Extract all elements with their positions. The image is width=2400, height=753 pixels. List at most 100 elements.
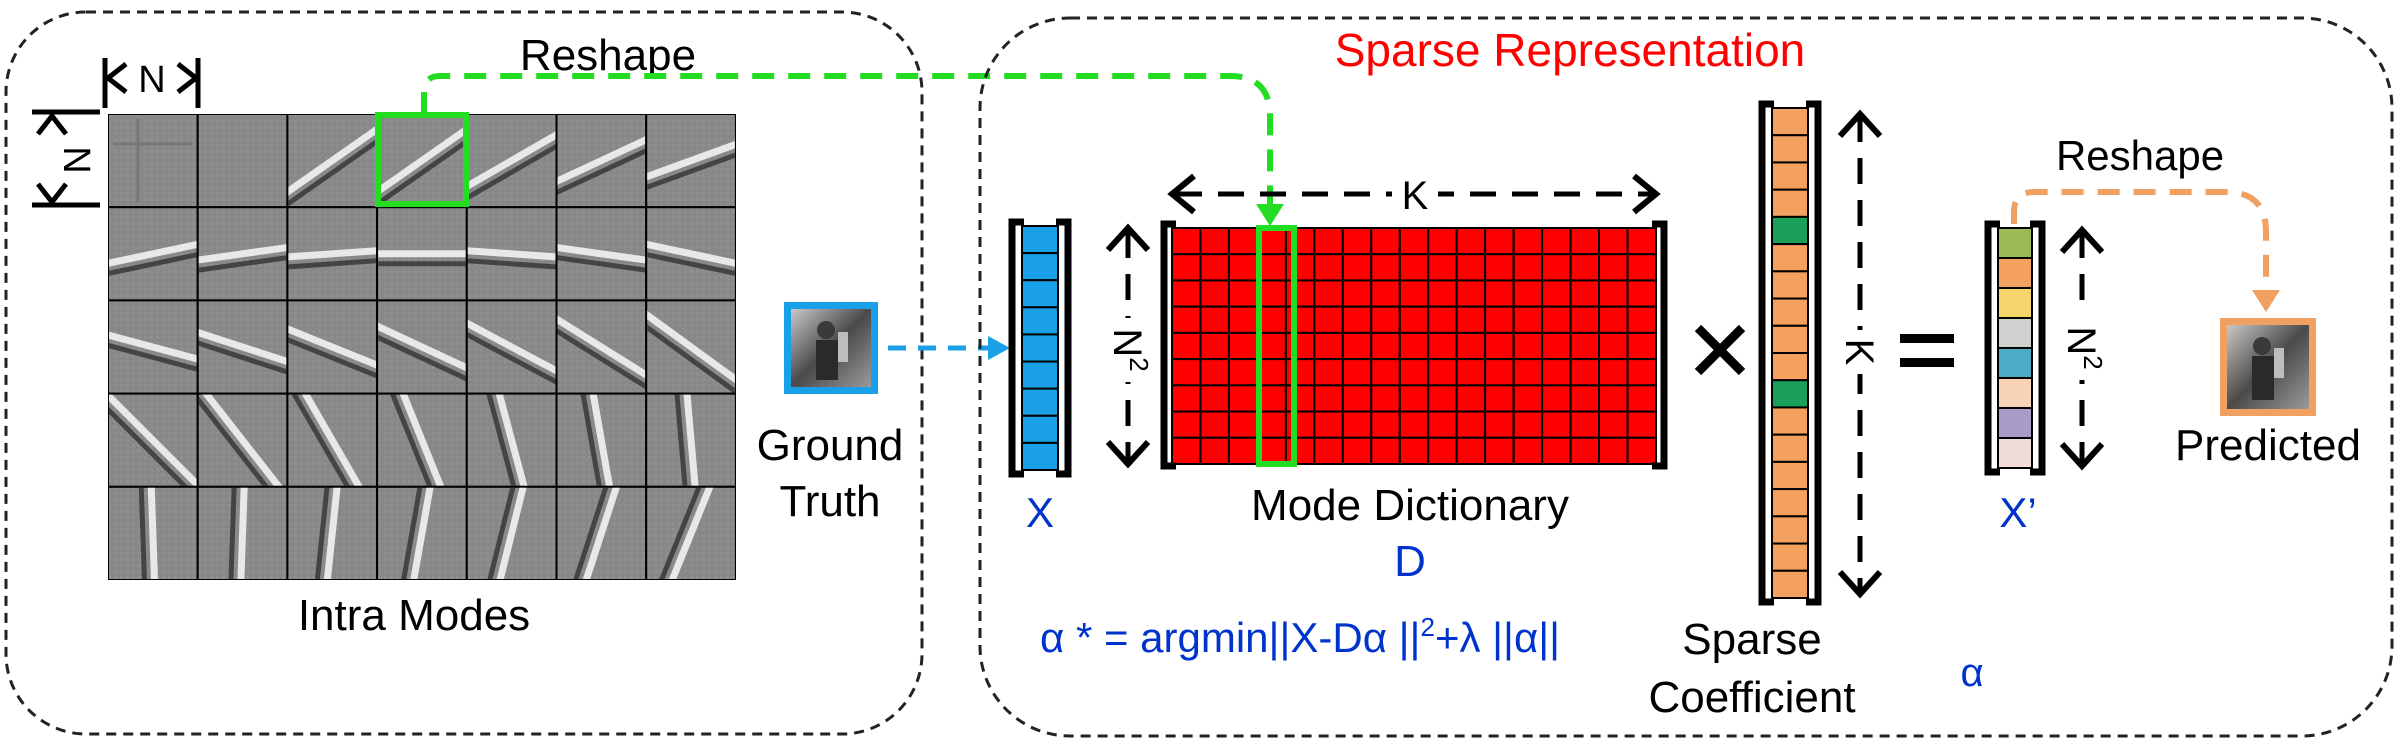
- sparse-coefficient-label-2: Coefficient: [1648, 673, 1855, 722]
- output-vector: [1984, 220, 2046, 476]
- dictionary-cell: [1199, 331, 1230, 361]
- mode-dictionary-label: Mode Dictionary: [1251, 481, 1569, 530]
- coefficient-cell: [1771, 433, 1809, 463]
- dictionary-cell: [1398, 358, 1430, 387]
- intra-modes-grid: [108, 114, 736, 580]
- dictionary-cell: [1569, 253, 1601, 282]
- intra-mode-tile: [465, 206, 558, 302]
- vector-x-cell: [1021, 414, 1059, 444]
- block-width-marker: [102, 58, 201, 108]
- dictionary-cell: [1313, 305, 1344, 334]
- coefficient-cell: [1771, 515, 1809, 545]
- equals-sign: [1900, 334, 1954, 367]
- dictionary-cell: [1199, 358, 1230, 387]
- dictionary-cell: [1227, 279, 1259, 308]
- multiply-sign: [1694, 324, 1746, 376]
- dictionary-cell: [1341, 331, 1373, 361]
- dictionary-cell: [1171, 279, 1202, 308]
- dictionary-cell: [1341, 384, 1373, 413]
- intra-mode-tile: [196, 485, 289, 580]
- dictionary-cell: [1313, 384, 1344, 413]
- dictionary-cell: [1512, 358, 1544, 387]
- intra-mode-tile: [555, 114, 648, 209]
- dictionary-cell: [1427, 253, 1458, 282]
- sparse-coefficient-vector: [1758, 100, 1822, 606]
- predicted-image: [2220, 318, 2316, 416]
- dictionary-cell: [1484, 358, 1515, 387]
- output-vector-cell: [1997, 437, 2033, 469]
- dictionary-cell: [1313, 279, 1344, 308]
- coefficient-cell: [1771, 406, 1809, 436]
- dictionary-cell: [1284, 227, 1316, 256]
- dictionary-cell: [1512, 253, 1544, 282]
- intra-mode-tile: [196, 299, 289, 395]
- intra-modes-caption: Intra Modes: [298, 591, 530, 640]
- output-vector-label: X’: [1999, 489, 2036, 536]
- coefficient-cell: [1771, 460, 1809, 491]
- left-panel-border: [4, 10, 924, 736]
- ground-truth-label-1: Ground: [757, 421, 904, 470]
- dictionary-symbol: D: [1394, 537, 1426, 586]
- dictionary-cell: [1341, 436, 1373, 465]
- dictionary-cell: [1227, 384, 1259, 413]
- dictionary-cell: [1284, 253, 1316, 282]
- intra-mode-tile: [376, 114, 468, 209]
- coefficient-cell: [1771, 542, 1809, 572]
- intra-mode-tile: [465, 485, 558, 580]
- dictionary-cell: [1171, 305, 1202, 334]
- dictionary-cell: [1199, 227, 1230, 256]
- dictionary-cell: [1227, 227, 1259, 256]
- intra-mode-tile: [196, 114, 289, 209]
- vector-x-cell: [1021, 360, 1059, 390]
- coefficient-cell: [1771, 379, 1809, 409]
- vector-x-label: X: [1026, 489, 1054, 536]
- intra-mode-tile: [286, 392, 379, 488]
- dictionary-cell: [1370, 305, 1401, 334]
- selected-mode-highlight: [375, 112, 469, 207]
- mode-dictionary-matrix: [1160, 220, 1668, 470]
- intra-mode-tile: [286, 114, 379, 209]
- dictionary-cell: [1313, 410, 1344, 439]
- right-panel-border: [978, 16, 2394, 738]
- coefficient-cell: [1771, 107, 1809, 137]
- output-vector-cell: [1997, 227, 2033, 259]
- dictionary-cell: [1370, 436, 1401, 465]
- output-vector-cell: [1997, 287, 2033, 319]
- dictionary-cell: [1626, 331, 1658, 361]
- sparse-coefficient-label-1: Sparse: [1682, 615, 1821, 664]
- intra-mode-tile: [376, 299, 468, 395]
- vector-x-cell: [1021, 279, 1059, 309]
- dictionary-cell: [1199, 384, 1230, 413]
- vector-x-cell: [1021, 441, 1059, 471]
- intra-mode-tile: [555, 392, 648, 488]
- dictionary-cell: [1512, 331, 1544, 361]
- dictionary-cell: [1341, 253, 1373, 282]
- dictionary-cell: [1341, 410, 1373, 439]
- predicted-label: Predicted: [2175, 421, 2361, 470]
- dictionary-cell: [1313, 436, 1344, 465]
- output-vector-cell: [1997, 317, 2033, 349]
- dictionary-cell: [1541, 227, 1572, 256]
- dictionary-cell: [1370, 384, 1401, 413]
- dictionary-cell: [1313, 227, 1344, 256]
- intra-mode-tile: [108, 485, 199, 580]
- intra-mode-tile: [645, 299, 736, 395]
- dictionary-cell: [1598, 358, 1629, 387]
- svg-text:K: K: [1837, 339, 1881, 366]
- dictionary-cell: [1398, 410, 1430, 439]
- dictionary-cell: [1626, 410, 1658, 439]
- dictionary-cell: [1227, 253, 1259, 282]
- intra-mode-tile: [108, 206, 199, 302]
- dictionary-cell: [1626, 436, 1658, 465]
- dictionary-cell: [1484, 331, 1515, 361]
- left-reshape-label: Reshape: [520, 31, 696, 80]
- dictionary-cell: [1284, 358, 1316, 387]
- dictionary-cell: [1199, 410, 1230, 439]
- vector-x-cell: [1021, 225, 1059, 255]
- dictionary-cell: [1427, 279, 1458, 308]
- dictionary-cell: [1199, 436, 1230, 465]
- block-height-marker: [32, 109, 100, 208]
- intra-mode-tile: [465, 114, 558, 209]
- intra-mode-tile: [555, 206, 648, 302]
